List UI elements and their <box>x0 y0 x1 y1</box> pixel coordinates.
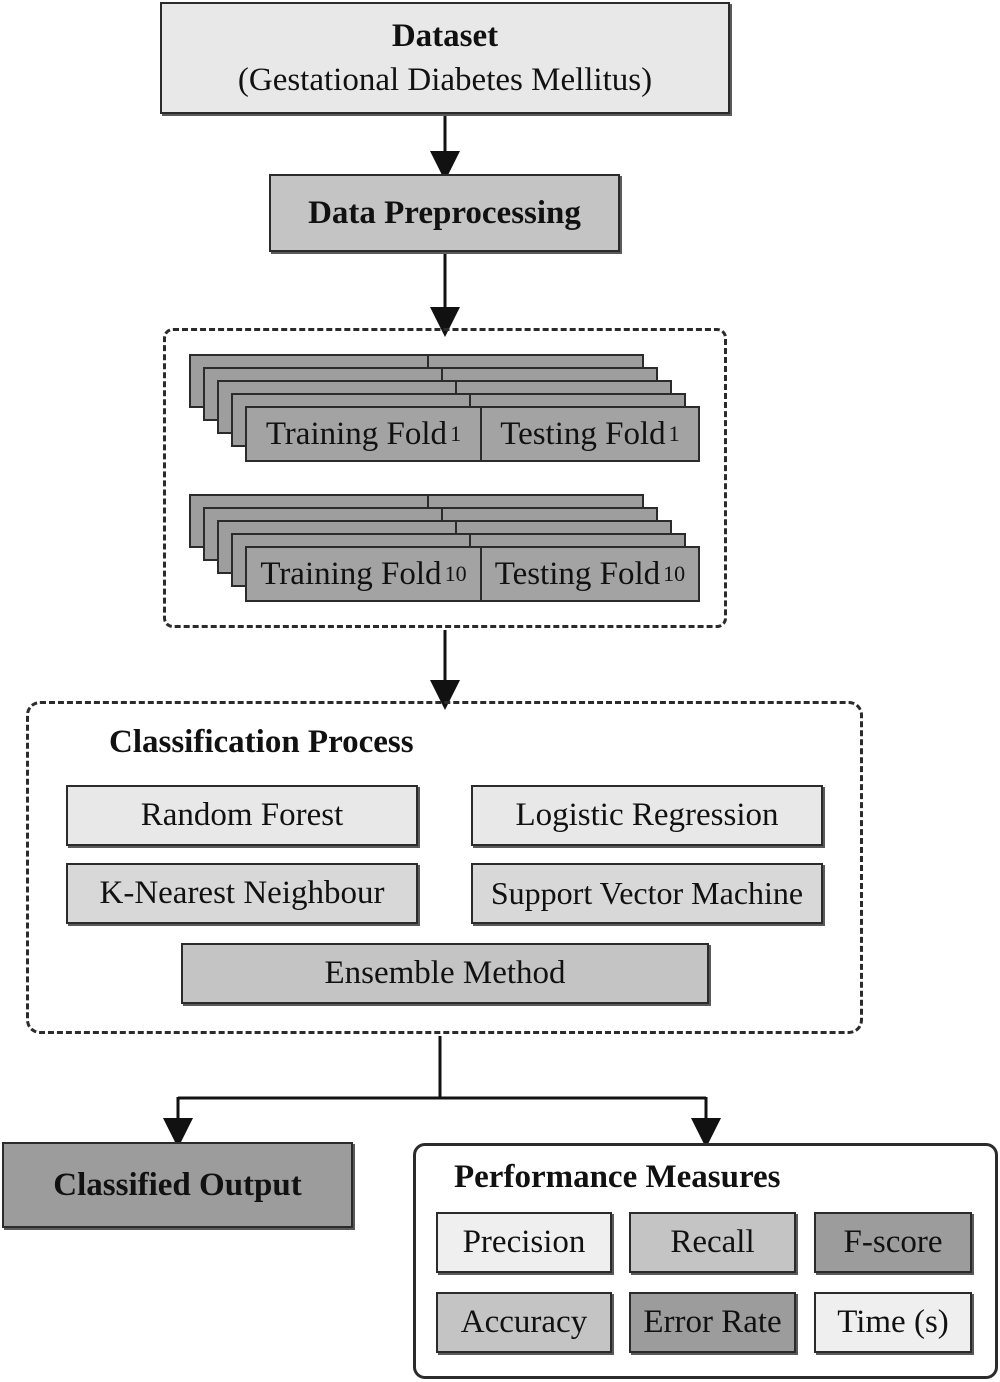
measure-error-rate-label: Error Rate <box>643 1304 782 1340</box>
method-knn: K-Nearest Neighbour <box>66 863 418 924</box>
measure-recall-label: Recall <box>670 1224 755 1260</box>
testing-fold-10-sub: 10 <box>663 561 686 586</box>
preprocessing-label: Data Preprocessing <box>308 194 581 231</box>
training-fold-10-label: Training Fold <box>260 555 442 592</box>
training-fold-1-label: Training Fold <box>265 415 448 452</box>
measure-time: Time (s) <box>814 1292 972 1353</box>
classified-output-label: Classified Output <box>53 1166 302 1203</box>
method-knn-label: K-Nearest Neighbour <box>99 875 385 911</box>
dataset-title: Dataset <box>391 18 499 54</box>
training-fold-10-sub: 10 <box>444 561 467 586</box>
measure-accuracy: Accuracy <box>436 1292 612 1353</box>
performance-title: Performance Measures <box>454 1159 781 1195</box>
measure-precision-label: Precision <box>462 1224 586 1260</box>
classification-title: Classification Process <box>109 724 414 760</box>
classified-output-box: Classified Output <box>2 1142 353 1228</box>
method-svm-label: Support Vector Machine <box>490 875 804 911</box>
dataset-box: Dataset (Gestational Diabetes Mellitus) <box>160 2 730 114</box>
dataset-subtitle: (Gestational Diabetes Mellitus) <box>237 62 653 98</box>
method-logistic-regression-label: Logistic Regression <box>515 797 779 833</box>
method-svm: Support Vector Machine <box>471 863 823 924</box>
measure-accuracy-label: Accuracy <box>460 1304 588 1340</box>
folds-container <box>163 328 727 628</box>
method-logistic-regression: Logistic Regression <box>471 785 823 846</box>
measure-time-label: Time (s) <box>837 1304 949 1340</box>
measure-fscore-label: F-score <box>843 1224 943 1260</box>
testing-fold-1-sub: 1 <box>668 421 680 446</box>
testing-fold-1-label: Testing Fold <box>500 415 666 452</box>
measure-fscore: F-score <box>814 1212 972 1273</box>
classification-container <box>26 701 863 1034</box>
preprocessing-box: Data Preprocessing <box>269 174 620 252</box>
testing-fold-10-label: Testing Fold <box>494 555 661 592</box>
ensemble-method-label: Ensemble Method <box>324 955 566 991</box>
method-random-forest: Random Forest <box>66 785 418 846</box>
measure-precision: Precision <box>436 1212 612 1273</box>
ensemble-method: Ensemble Method <box>181 943 709 1004</box>
measure-error-rate: Error Rate <box>629 1292 796 1353</box>
measure-recall: Recall <box>629 1212 796 1273</box>
method-random-forest-label: Random Forest <box>140 797 344 833</box>
training-fold-1-sub: 1 <box>450 421 462 446</box>
